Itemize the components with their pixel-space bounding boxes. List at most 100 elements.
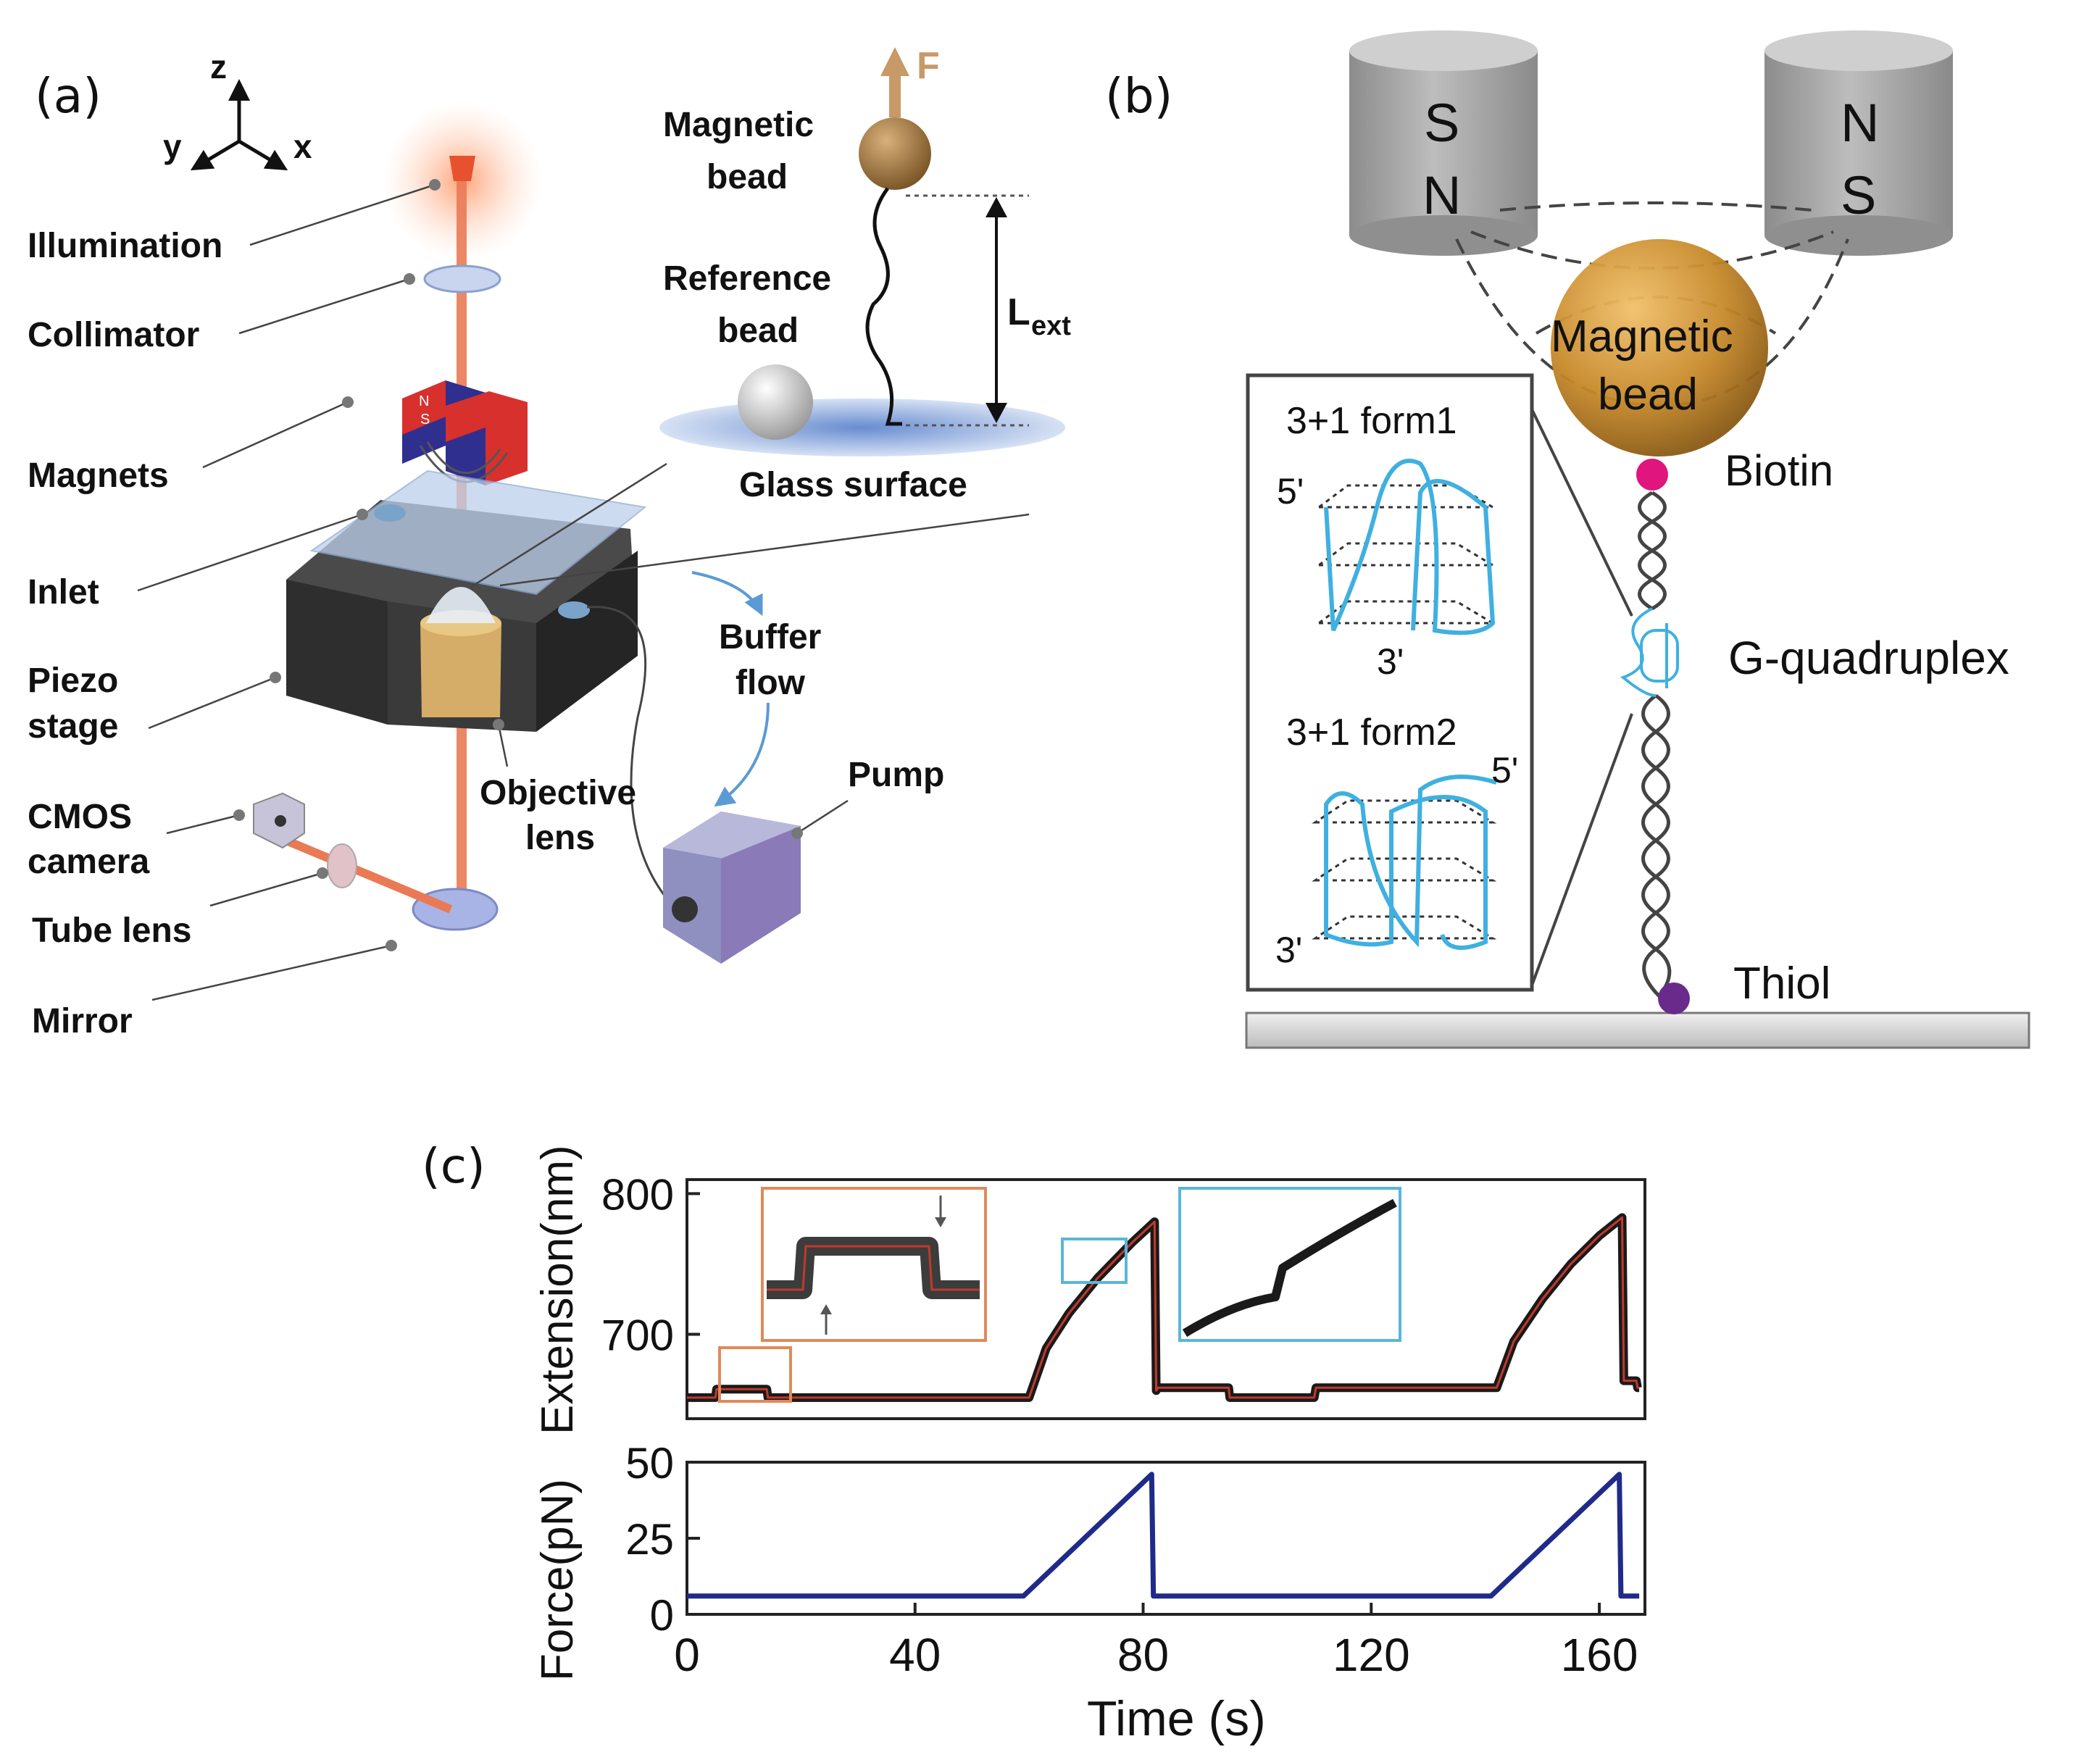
flow-chamber-slide: [309, 470, 647, 596]
force-yticks: 0 25 50: [625, 1439, 700, 1640]
magnetic-bead-large: [1551, 239, 1768, 456]
extension-series: [687, 1213, 1642, 1402]
force-xtick-label: 40: [889, 1629, 941, 1681]
flow-arrow-bottom: [714, 702, 770, 807]
extension-ytick-label: 800: [601, 1170, 674, 1219]
axis-x-label: x: [293, 128, 312, 165]
extension-ytick-label: 700: [601, 1311, 674, 1360]
thiol-dot: [1658, 983, 1690, 1014]
magnet-left: S N: [1349, 30, 1538, 256]
form1-title: 3+1 form1: [1286, 400, 1457, 442]
form2-title: 3+1 form2: [1286, 712, 1457, 754]
zoom-line-top: [1530, 409, 1633, 617]
zoom-line-bottom: [1530, 713, 1633, 986]
label-buffer-2: flow: [736, 664, 806, 702]
illumination-source-icon: [449, 156, 475, 181]
label-reference-bead-2: bead: [717, 312, 799, 350]
inset-middle-trace: [1182, 1198, 1397, 1338]
leader-lines: [137, 183, 1030, 1001]
form2-five-prime: 5': [1491, 750, 1518, 791]
leader-dots: [233, 179, 803, 951]
label-inlet: Inlet: [28, 573, 99, 612]
label-tube-lens: Tube lens: [32, 912, 191, 950]
label-thiol: Thiol: [1733, 959, 1830, 1009]
extension-trace-filtered: [687, 1216, 1640, 1399]
objective-lens-icon: [420, 587, 501, 717]
label-lext-main: L: [1007, 291, 1030, 333]
bead-label-2: bead: [1598, 370, 1698, 420]
force-trace: [687, 1472, 1640, 1599]
magnet-left-bottom-pole: N: [1422, 165, 1461, 225]
label-buffer-1: Buffer: [719, 618, 821, 656]
force-ylabel: Force(pN): [533, 1479, 583, 1681]
inset-middle-noise: [1182, 1198, 1397, 1338]
axis-z-label: z: [210, 48, 227, 85]
force-arrow-head: [880, 47, 909, 76]
label-biotin: Biotin: [1725, 446, 1833, 495]
label-piezo-2: stage: [28, 707, 118, 746]
form1-five-prime: 5': [1277, 471, 1304, 512]
tube-lens-icon: [327, 843, 357, 888]
label-reference-bead-1: Reference: [663, 259, 831, 298]
label-collimator: Collimator: [28, 316, 199, 354]
collimator-lens-icon: [423, 264, 501, 293]
gquadruplex-small: [1620, 607, 1679, 697]
form2-three-prime: 3': [1275, 930, 1302, 970]
panel-b-label: (b): [1105, 68, 1172, 124]
form1-three-prime: 3': [1377, 641, 1404, 682]
label-magnetic-bead-1: Magnetic: [663, 106, 814, 144]
force-ytick-label: 25: [625, 1515, 674, 1564]
time-xlabel: Time (s): [1087, 1691, 1266, 1746]
outlet-port-icon: [558, 601, 590, 619]
panel-c-label: (c): [422, 1138, 486, 1194]
dna-helix: [1638, 491, 1672, 998]
camera-beam: [284, 836, 453, 914]
inset-left-trace: [767, 1237, 980, 1299]
magnetic-bead-shape: [859, 117, 931, 190]
axis-y-label: y: [163, 128, 182, 165]
magnet-right-top-pole: N: [1841, 93, 1879, 153]
extension-yticks: 700 800: [601, 1170, 700, 1360]
label-objective-1: Objective: [480, 774, 636, 812]
label-cmos-1: CMOS: [28, 798, 132, 836]
force-xtick-label: 160: [1561, 1629, 1638, 1681]
label-cmos-2: camera: [28, 843, 149, 881]
tether-inset: F Magnetic bead Reference bead L ext Gla…: [659, 45, 1071, 504]
magnet-right-bottom-pole: S: [1841, 165, 1876, 225]
inlet-port-icon: [374, 504, 406, 522]
force-xtick-label: 120: [1333, 1629, 1410, 1681]
zoom-region-left: [718, 1346, 792, 1403]
magnet-s-letter: S: [420, 412, 430, 427]
label-mirror: Mirror: [32, 1002, 133, 1040]
zoom-region-middle: [1061, 1238, 1128, 1284]
label-magnetic-bead-2: bead: [707, 158, 788, 196]
magnet-left-top-pole: S: [1424, 93, 1459, 153]
biotin-dot: [1636, 459, 1668, 491]
form1-diagram: 5' 3': [1277, 459, 1497, 682]
flow-arrow-top: [691, 571, 763, 617]
force-ytick-label: 50: [625, 1439, 674, 1488]
surface-plate: [1245, 1011, 2030, 1049]
label-lext-sub: ext: [1031, 311, 1071, 341]
label-pump: Pump: [848, 756, 944, 794]
panel-b: (b) S N N S Magnetic bead B: [1105, 30, 2030, 1049]
magnet-n-letter: N: [419, 393, 429, 409]
bead-label-1: Magnetic: [1551, 312, 1733, 362]
force-xtick-label: 0: [674, 1629, 700, 1681]
force-series: [687, 1472, 1640, 1599]
inset-left-mean: [767, 1245, 980, 1291]
label-magnets: Magnets: [28, 456, 169, 495]
force-label: F: [917, 45, 940, 87]
force-plot-frame: [686, 1461, 1646, 1616]
force-ytick-label: 0: [650, 1591, 674, 1640]
magnet-right: N S: [1764, 30, 1953, 256]
extension-plot-frame: [686, 1178, 1646, 1420]
label-gquadruplex: G-quadruplex: [1728, 632, 2009, 684]
label-piezo-1: Piezo: [28, 662, 118, 700]
label-objective-2: lens: [525, 819, 595, 857]
